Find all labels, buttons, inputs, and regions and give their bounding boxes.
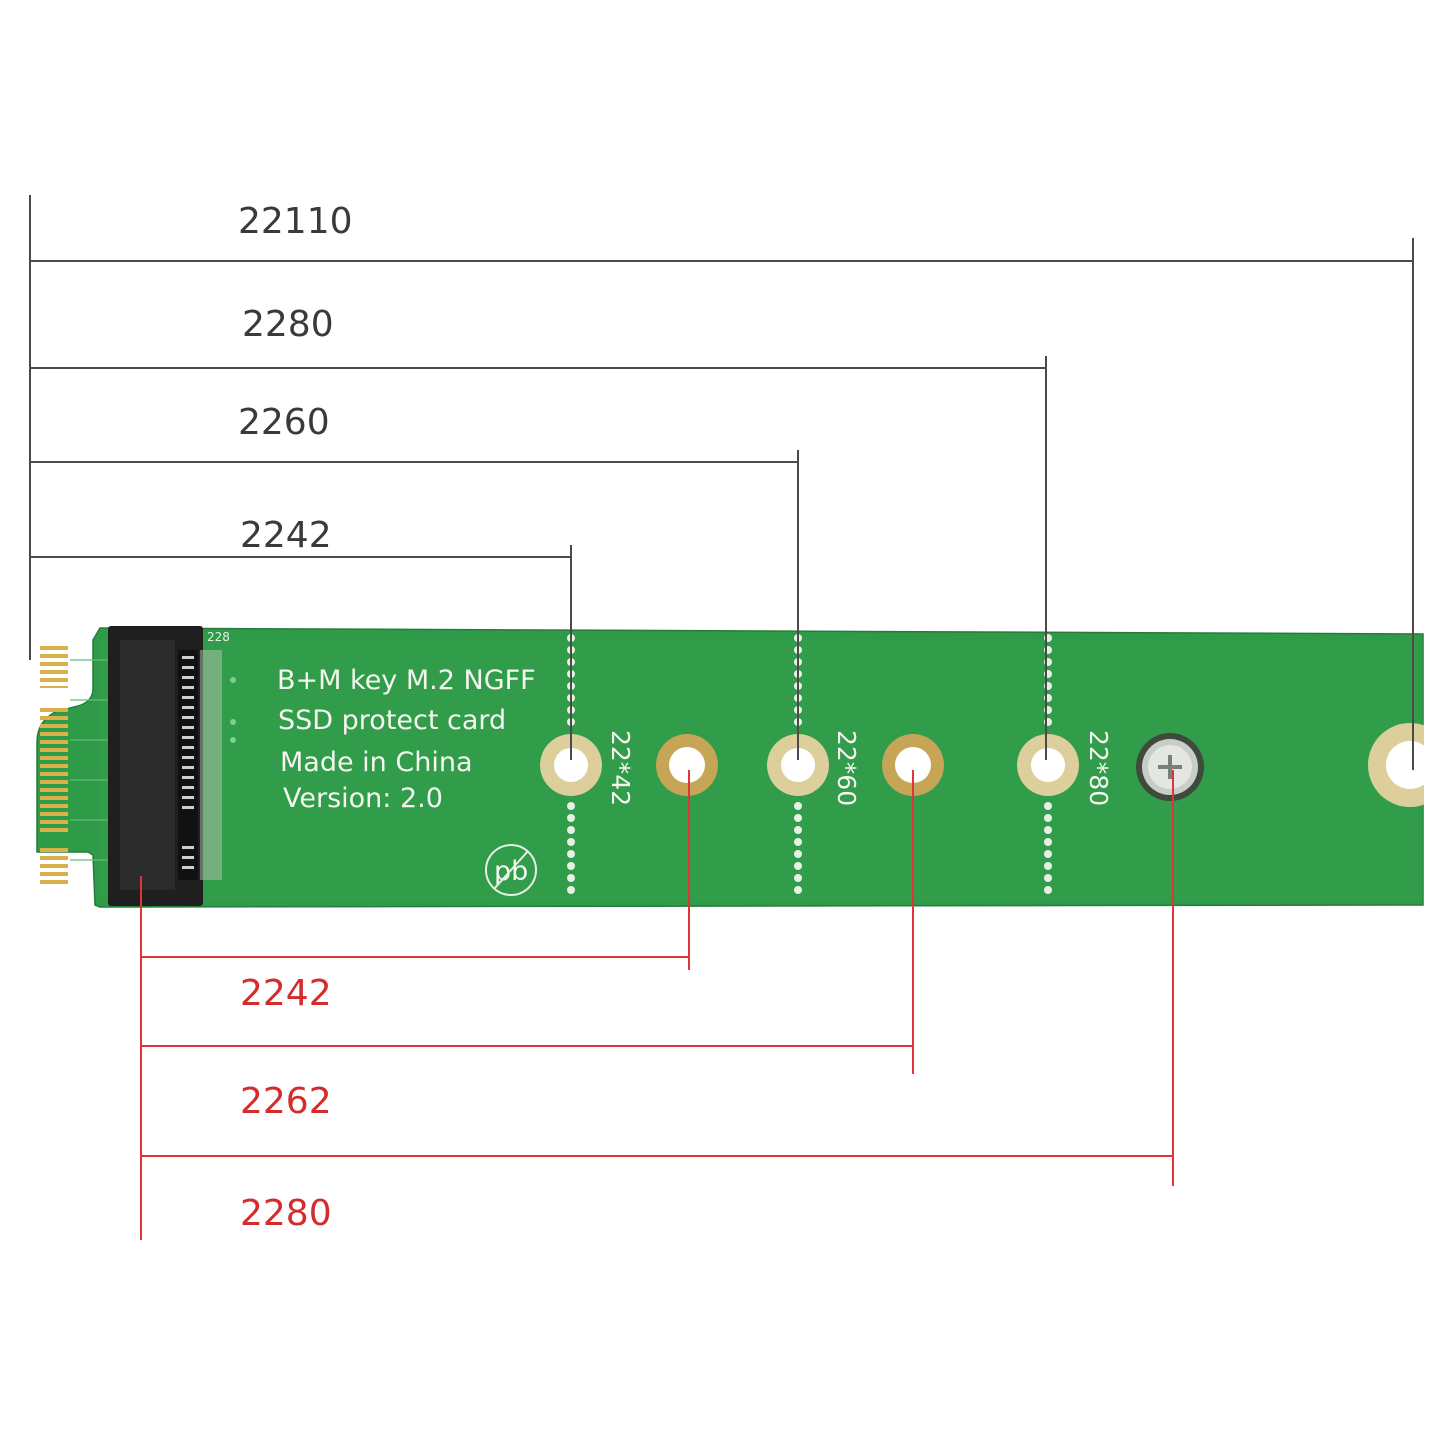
m2-socket <box>108 626 222 906</box>
pcb-board: 228 B+M key M.2 NGFF SSD protect card Ma… <box>30 626 1445 908</box>
via-column-42 <box>567 634 575 894</box>
mounting-hole-2242-top <box>540 734 602 796</box>
connector-mark: 228 <box>207 630 230 644</box>
silkscreen-text: B+M key M.2 NGFF SSD protect card Made i… <box>277 665 536 814</box>
bottom-dimension-lines <box>140 770 1174 1240</box>
silk-line-4: Version: 2.0 <box>283 783 443 814</box>
mounting-hole-2260 <box>767 734 829 796</box>
dim-label-2262: 2262 <box>240 1081 332 1122</box>
dim-label-22110: 22110 <box>238 201 353 242</box>
bottom-dimension-labels: 2242 2262 2280 <box>240 973 332 1234</box>
screw-icon <box>1136 733 1204 801</box>
silk-line-2: SSD protect card <box>278 705 506 736</box>
mounting-hole-2262 <box>882 734 944 796</box>
top-dimension-lines <box>29 195 1414 770</box>
gold-finger-contacts <box>40 646 68 884</box>
top-dimension-labels: 22110 2280 2260 2242 <box>238 201 353 556</box>
mounting-hole-2280-top <box>1017 734 1079 796</box>
hole-label-22x42: 22*42 <box>606 730 635 806</box>
pb-free-icon: pb <box>485 844 537 896</box>
connector-traces <box>70 659 110 861</box>
key-notch-cut <box>30 688 82 700</box>
mounting-hole-2242-bottom <box>656 734 718 796</box>
silk-line-1: B+M key M.2 NGFF <box>277 665 536 696</box>
hole-label-22x60: 22*60 <box>832 730 861 806</box>
hole-label-22x80: 22*80 <box>1084 730 1113 806</box>
socket-dots <box>230 677 236 743</box>
silk-line-3: Made in China <box>280 747 473 778</box>
end-slot-22110 <box>1368 700 1445 830</box>
mounting-holes <box>540 700 1445 830</box>
dim-label-2242-bottom: 2242 <box>240 973 332 1014</box>
dim-label-2260: 2260 <box>238 402 330 443</box>
dim-label-2280-bottom: 2280 <box>240 1193 332 1234</box>
dim-label-2242-top: 2242 <box>240 515 332 556</box>
top-dimension-ticks-over-board <box>570 628 1414 770</box>
dim-label-2280-top: 2280 <box>242 304 334 345</box>
